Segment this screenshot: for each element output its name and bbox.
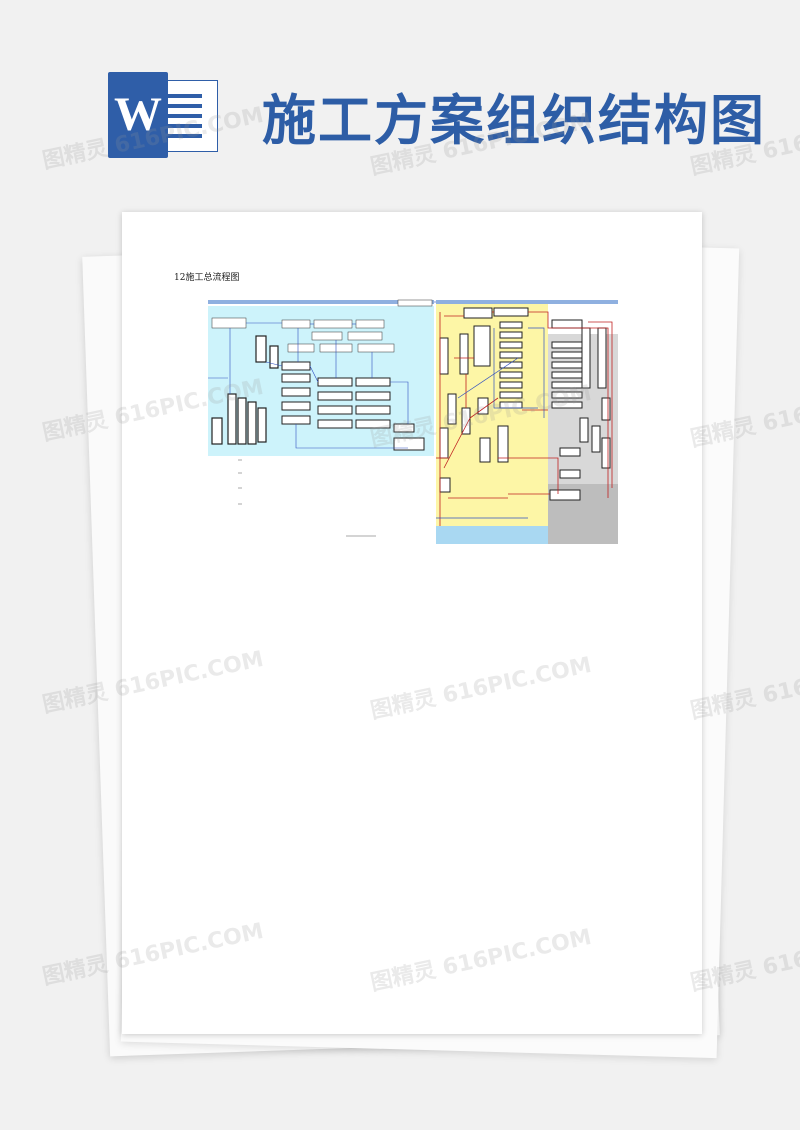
- document-heading: 12施工总流程图: [174, 273, 240, 283]
- document-page: 12施工总流程图: [122, 212, 702, 1034]
- page-title: 施工方案组织结构图: [262, 88, 766, 152]
- word-icon: W: [108, 72, 218, 158]
- flowchart-diagram: [208, 299, 618, 544]
- top-bar: [208, 300, 434, 304]
- header: W 施工方案组织结构图: [0, 0, 800, 200]
- word-icon-letter: W: [108, 72, 168, 158]
- region-lightblue: [436, 526, 548, 544]
